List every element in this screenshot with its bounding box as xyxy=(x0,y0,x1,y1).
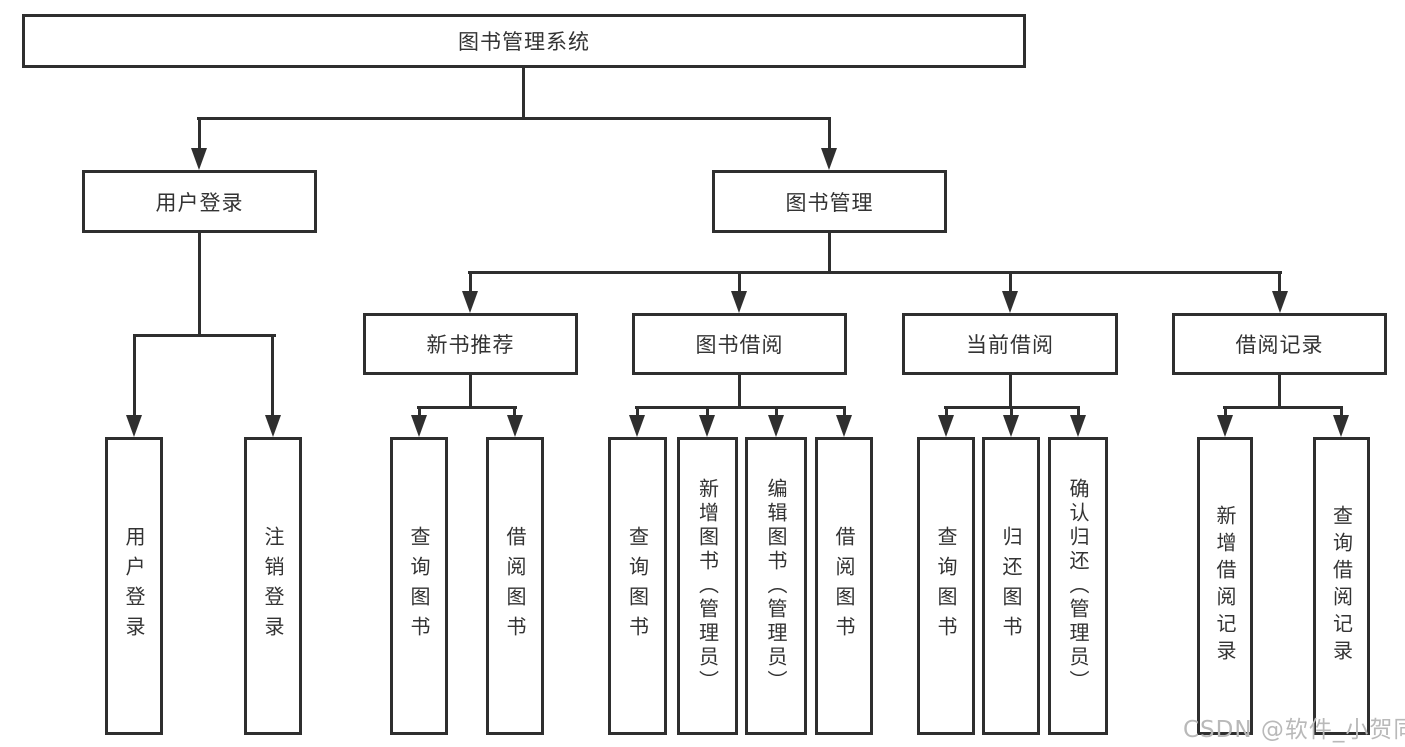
node-label: 新书推荐 xyxy=(426,333,515,357)
arrow-down-icon xyxy=(1333,415,1349,437)
connector-level3-horizontal xyxy=(468,271,1282,274)
arrow-down-icon xyxy=(1217,415,1233,437)
leaf-label: 注销登录 xyxy=(261,526,285,646)
node-label: 图书管理系统 xyxy=(458,30,590,54)
leaf-logout: 注销登录 xyxy=(244,437,302,735)
leaf-borrow-books: 借阅图书 xyxy=(815,437,873,735)
node-label: 用户登录 xyxy=(155,190,244,215)
node-book-management: 图书管理 xyxy=(712,170,947,233)
arrow-down-icon xyxy=(938,415,954,437)
connector-stem xyxy=(706,406,709,420)
connector-stem xyxy=(513,406,516,420)
connector-stem xyxy=(1009,375,1012,409)
arrow-down-icon xyxy=(191,148,207,170)
connector-bookmgmt-stem xyxy=(828,233,831,274)
arrow-down-icon xyxy=(265,415,281,437)
leaf-borrow-books: 借阅图书 xyxy=(486,437,544,735)
node-label: 图书借阅 xyxy=(695,333,784,357)
connector-stem xyxy=(469,271,472,295)
connector-stem xyxy=(843,406,846,420)
leaf-label: 查询图书 xyxy=(934,526,958,646)
connector-userlogin-stem xyxy=(198,233,201,337)
leaf-label: 用户登录 xyxy=(122,526,146,646)
node-root-library-system: 图书管理系统 xyxy=(22,14,1026,68)
connector-stem xyxy=(469,375,472,409)
leaf-label: 确认归还（管理员） xyxy=(1066,478,1090,694)
connector-stem xyxy=(1077,406,1080,420)
leaf-label: 查询图书 xyxy=(625,526,650,646)
connector-stem xyxy=(775,406,778,420)
arrow-down-icon xyxy=(629,415,645,437)
leaf-query-books: 查询图书 xyxy=(390,437,448,735)
csdn-watermark: CSDN @软件_小贺同学 xyxy=(1183,717,1405,743)
leaf-label: 归还图书 xyxy=(999,526,1023,646)
leaf-query-books: 查询图书 xyxy=(608,437,667,735)
arrow-down-icon xyxy=(1003,415,1019,437)
arrow-down-icon xyxy=(731,291,747,313)
node-label: 借阅记录 xyxy=(1235,333,1324,357)
leaf-confirm-return-admin: 确认归还（管理员） xyxy=(1048,437,1108,735)
node-current-borrow: 当前借阅 xyxy=(902,313,1118,375)
connector-stem xyxy=(418,406,421,420)
leaf-label: 编辑图书（管理员） xyxy=(764,478,788,694)
arrow-down-icon xyxy=(821,148,837,170)
node-user-login: 用户登录 xyxy=(82,170,317,233)
connector-stem-book-mgmt xyxy=(828,117,831,152)
leaf-label: 借阅图书 xyxy=(832,526,856,646)
connector-userlogin-horizontal xyxy=(133,334,276,337)
connector-stem xyxy=(1010,406,1013,420)
node-new-book-recommend: 新书推荐 xyxy=(363,313,578,375)
arrow-down-icon xyxy=(1070,415,1086,437)
connector-stem xyxy=(1009,271,1012,295)
arrow-down-icon xyxy=(836,415,852,437)
node-label: 图书管理 xyxy=(785,190,874,215)
connector-stem xyxy=(1224,406,1227,420)
connector-stem xyxy=(1278,375,1281,409)
leaf-query-books: 查询图书 xyxy=(917,437,975,735)
arrow-down-icon xyxy=(411,415,427,437)
connector-stem xyxy=(738,375,741,409)
arrow-down-icon xyxy=(126,415,142,437)
leaf-label: 新增图书（管理员） xyxy=(695,478,720,694)
connector-stem xyxy=(271,334,274,420)
leaf-edit-book-admin: 编辑图书（管理员） xyxy=(745,437,807,735)
arrow-down-icon xyxy=(462,291,478,313)
connector-stem-user-login xyxy=(198,117,201,152)
node-label: 当前借阅 xyxy=(966,333,1054,357)
connector-root-stem xyxy=(522,68,525,120)
leaf-add-borrow-record: 新增借阅记录 xyxy=(1197,437,1253,735)
arrow-down-icon xyxy=(507,415,523,437)
leaf-label: 借阅图书 xyxy=(503,526,527,646)
leaf-label: 新增借阅记录 xyxy=(1213,505,1237,667)
connector-stem xyxy=(636,406,639,420)
connector-group-horizontal xyxy=(1223,406,1343,409)
connector-stem xyxy=(1340,406,1343,420)
arrow-down-icon xyxy=(1002,291,1018,313)
connector-group-horizontal xyxy=(417,406,517,409)
leaf-label: 查询借阅记录 xyxy=(1329,505,1354,667)
connector-level2-horizontal xyxy=(197,117,831,120)
node-borrow-records: 借阅记录 xyxy=(1172,313,1387,375)
connector-stem xyxy=(945,406,948,420)
leaf-return-books: 归还图书 xyxy=(982,437,1040,735)
connector-stem xyxy=(1278,271,1281,295)
connector-group-horizontal xyxy=(635,406,846,409)
arrow-down-icon xyxy=(699,415,715,437)
node-book-borrow: 图书借阅 xyxy=(632,313,847,375)
connector-stem xyxy=(738,271,741,295)
leaf-query-borrow-record: 查询借阅记录 xyxy=(1313,437,1370,735)
leaf-add-book-admin: 新增图书（管理员） xyxy=(677,437,738,735)
leaf-user-login: 用户登录 xyxy=(105,437,163,735)
connector-stem xyxy=(133,334,136,420)
arrow-down-icon xyxy=(768,415,784,437)
leaf-label: 查询图书 xyxy=(407,526,431,646)
arrow-down-icon xyxy=(1272,291,1288,313)
